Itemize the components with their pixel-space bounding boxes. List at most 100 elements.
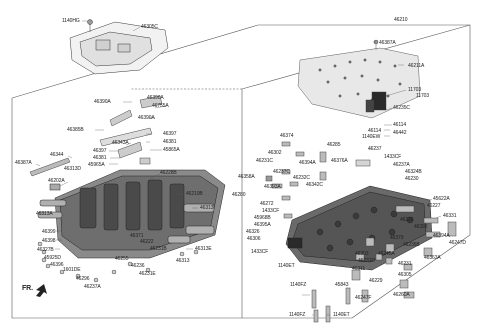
label-46399: 46399 [42,229,56,235]
leader-lines [35,20,442,316]
label-46260a: 46260A [393,292,410,298]
label-46358a: 46358A [238,174,255,180]
direction-arrow-icon [36,284,47,297]
label-1140fz-a: 1140FZ [290,282,307,288]
direction-label: FR. [22,285,33,292]
label-46394a-b: 46394A [433,233,450,239]
label-46371: 46371 [130,233,144,239]
label-46305c: 46305C [141,24,158,30]
label-46398: 46398 [42,238,56,244]
right-small-parts [265,141,457,323]
label-45865a-a: 45865A [163,147,180,153]
label-46210b: 46210B [186,191,203,197]
label-46236b: 46236B [403,242,420,248]
label-45843: 45843 [335,282,349,288]
label-46210: 46210 [394,17,408,23]
label-1140et-a: 1140ET [278,263,295,269]
label-46227: 46227 [427,203,441,209]
label-1433cf-a: 1433CF [384,154,402,160]
label-46231c: 46231C [256,158,273,164]
label-46296: 46296 [76,276,90,282]
label-46305: 46305 [398,272,412,278]
label-46326: 46326 [246,229,260,235]
label-46272: 46272 [260,201,274,207]
label-46222: 46222 [140,239,154,245]
label-46324b: 46324B [405,169,422,175]
label-11703-a: 11703 [408,87,422,93]
label-46306: 46306 [247,236,261,242]
label-46395a: 46395A [254,222,271,228]
label-46237a-left: 46237A [84,284,101,290]
label-46313e: 46313E [195,246,212,252]
label-46343a: 46343A [112,140,129,146]
label-46331: 46331 [443,213,457,219]
label-46313d: 46313D [64,166,81,172]
label-46231b: 46231B [150,246,167,252]
label-46230: 46230 [405,176,419,182]
label-46755a: 46755A [152,103,169,109]
label-46232c: 46232C [293,175,310,181]
upper-plate [69,19,169,75]
label-46379: 46379 [390,235,404,241]
label-46237a-right: 46237A [393,162,410,168]
label-46236: 46236 [131,263,145,269]
label-46393a: 46393A [264,184,281,190]
label-46211a: 46211A [408,63,425,69]
label-1433cf-c: 1433CF [251,249,269,255]
label-1140et-b: 1140ET [333,312,350,318]
label-46390a-c: 46390A [138,115,155,121]
label-1140hg: 1140HG [62,18,80,24]
label-46396: 46396 [50,262,64,268]
label-46344: 46344 [50,152,64,158]
label-45965a: 45965A [88,162,105,168]
label-46231: 46231 [398,261,412,267]
label-1140ew: 1140EW [362,134,381,140]
label-46397-b: 46397 [93,148,107,154]
label-1601de: 1601DE [63,267,81,273]
label-46231d: 46231D [358,258,375,264]
label-46229: 46229 [369,278,383,284]
label-45925d: 45925D [44,255,61,261]
label-46387a-left: 46387A [15,160,32,166]
left-small-parts [29,95,199,283]
label-46280: 46280 [232,192,246,198]
label-46247d: 46247D [449,240,466,246]
label-1140fz-b: 1140FZ [289,312,306,318]
left-valve-body [37,169,226,259]
label-46374: 46374 [280,133,294,139]
label-46114-b: 46114 [368,128,382,134]
label-46376a: 46376A [331,158,348,164]
label-11703-b: 11703 [416,93,430,99]
label-46303: 46303 [355,251,369,257]
label-46228b: 46228B [160,170,177,176]
label-46392: 46392 [414,224,428,230]
label-46442: 46442 [393,130,407,136]
label-46387a-right: 46387A [379,40,396,46]
label-46390a-b: 46390A [147,95,164,101]
label-46255: 46255 [115,256,129,262]
label-45622a: 45622A [433,196,450,202]
label-46385b: 46385B [67,127,84,133]
label-46363a: 46363A [424,255,441,261]
label-46390a-a: 46390A [94,99,111,105]
label-46302: 46302 [268,150,282,156]
label-46313a: 46313A [36,211,53,217]
label-46237c: 46237C [273,169,290,175]
label-46342c: 46342C [306,182,323,188]
label-1433cf-b: 1433CF [262,208,280,214]
label-46381-b: 46381 [93,155,107,161]
label-46245a: 46245A [378,251,395,257]
label-46235c: 46235C [393,105,410,111]
label-46394a: 46394A [299,160,316,166]
label-46285: 46285 [327,142,341,148]
separator-plate [297,39,421,119]
label-46313-b: 46313 [176,258,190,264]
label-46226: 46226 [400,217,414,223]
label-46327b: 46327B [37,247,54,253]
label-45968b: 45968B [254,215,271,221]
label-46311: 46311 [352,266,366,272]
label-46237: 46237 [368,146,382,152]
label-46397-a: 46397 [163,131,177,137]
